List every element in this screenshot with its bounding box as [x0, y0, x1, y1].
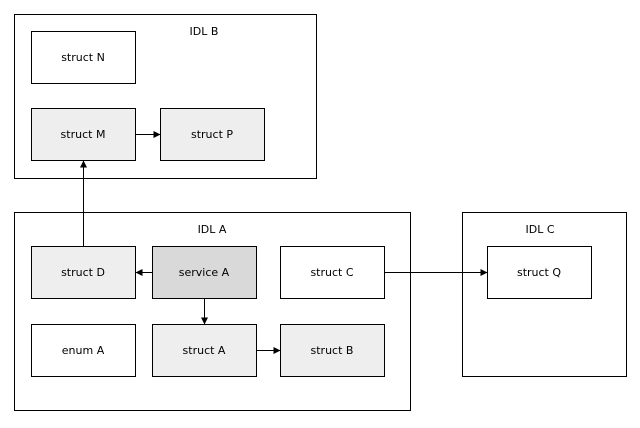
node-label-struct-p: struct P — [191, 128, 233, 141]
node-box-struct-p — [160, 108, 265, 161]
node-label-struct-d: struct D — [61, 266, 105, 279]
node-struct-c: struct C — [280, 246, 385, 299]
node-box-struct-n — [31, 31, 136, 84]
node-box-service-a — [152, 246, 257, 299]
node-box-struct-a — [152, 324, 257, 377]
nodes-layer: struct N struct M struct P struct D service … — [31, 31, 592, 377]
node-enum-a: enum A — [31, 324, 136, 377]
node-struct-a: struct A — [152, 324, 257, 377]
node-label-struct-c: struct C — [310, 266, 353, 279]
node-box-struct-d — [31, 246, 136, 299]
node-box-struct-c — [280, 246, 385, 299]
group-label-idl-b: IDL B — [190, 25, 219, 38]
group-label-idl-a: IDL A — [198, 223, 227, 236]
node-label-service-a: service A — [179, 266, 230, 279]
node-label-struct-n: struct N — [61, 51, 105, 64]
node-struct-p: struct P — [160, 108, 265, 161]
node-label-struct-a: struct A — [183, 344, 226, 357]
edges-layer — [80, 131, 488, 354]
node-box-struct-q — [487, 246, 592, 299]
node-struct-m: struct M — [31, 108, 136, 161]
node-struct-d: struct D — [31, 246, 136, 299]
node-struct-b: struct B — [280, 324, 385, 377]
node-label-struct-m: struct M — [61, 128, 106, 141]
node-label-enum-a: enum A — [62, 344, 105, 357]
node-label-struct-q: struct Q — [517, 266, 561, 279]
node-box-enum-a — [31, 324, 136, 377]
group-idl-a: IDL A — [14, 212, 411, 411]
node-struct-n: struct N — [31, 31, 136, 84]
node-box-struct-m — [31, 108, 136, 161]
node-service-a: service A — [152, 246, 257, 299]
node-box-struct-b — [280, 324, 385, 377]
node-label-struct-b: struct B — [311, 344, 354, 357]
group-label-idl-c: IDL C — [525, 223, 554, 236]
group-box-idl-a — [14, 212, 411, 411]
node-struct-q: struct Q — [487, 246, 592, 299]
